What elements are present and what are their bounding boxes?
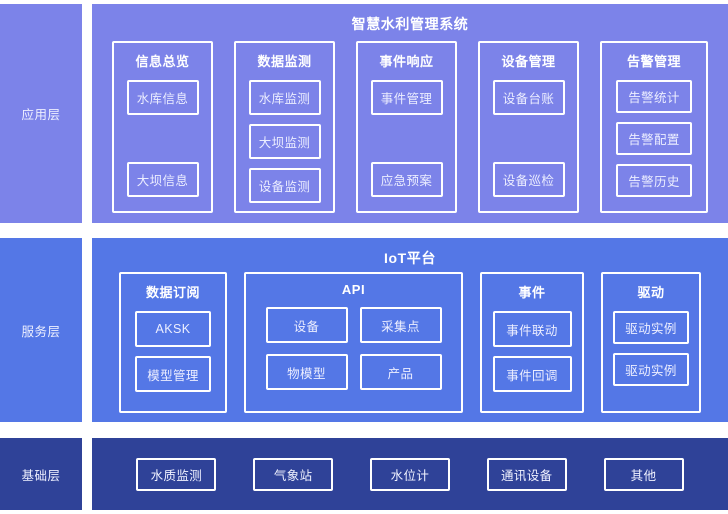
module-cell[interactable]: 水位计 — [369, 457, 450, 491]
module-cell[interactable]: 水质监测 — [136, 457, 217, 491]
layer-tab-service: 服务层 — [0, 238, 82, 422]
group-alarm-management[interactable]: 告警管理 告警统计 告警配置 告警历史 — [600, 41, 708, 213]
group-device-management[interactable]: 设备管理 设备台账 设备巡检 — [478, 41, 579, 213]
group-data-subscription[interactable]: 数据订阅 AKSK 模型管理 — [119, 272, 227, 413]
module-cell[interactable]: 水库信息 — [126, 80, 199, 115]
module-cell[interactable]: 驱动实例 — [613, 311, 689, 344]
group-cells: 水库信息 大坝信息 — [123, 80, 202, 201]
module-cell[interactable]: 采集点 — [359, 307, 442, 343]
group-api[interactable]: API 设备 采集点 物模型 产品 — [244, 272, 463, 413]
module-cell[interactable]: 驱动实例 — [613, 353, 689, 386]
module-cell[interactable]: 告警统计 — [616, 80, 692, 113]
module-cell[interactable]: 大坝信息 — [126, 162, 199, 197]
module-cell[interactable]: 设备台账 — [492, 80, 565, 115]
module-cell[interactable]: 其他 — [603, 457, 684, 491]
row-gap — [82, 238, 92, 422]
module-cell[interactable]: 事件联动 — [492, 311, 572, 347]
layer-row-application: 应用层 智慧水利管理系统 信息总览 水库信息 大坝信息 数据监测 水库 — [0, 4, 728, 223]
group-title: 信息总览 — [135, 54, 190, 69]
module-cell[interactable]: 模型管理 — [135, 356, 211, 392]
group-event[interactable]: 事件 事件联动 事件回调 — [480, 272, 584, 413]
group-event-response[interactable]: 事件响应 事件管理 应急预案 — [356, 41, 457, 213]
group-cells: AKSK 模型管理 — [130, 311, 216, 401]
panel-infrastructure: 水质监测 气象站 水位计 通讯设备 其他 — [92, 438, 728, 510]
module-cell[interactable]: 通讯设备 — [486, 457, 567, 491]
panel-service: IoT平台 数据订阅 AKSK 模型管理 API 设备 采集点 — [92, 238, 728, 422]
module-cell[interactable]: 设备 — [265, 307, 348, 343]
layer-tab-label: 服务层 — [21, 324, 61, 339]
group-title: 驱动 — [637, 285, 665, 300]
group-cells: 设备 采集点 物模型 产品 — [255, 307, 452, 401]
module-cell[interactable]: 物模型 — [265, 354, 348, 390]
layer-tab-application: 应用层 — [0, 4, 82, 223]
group-data-monitoring[interactable]: 数据监测 水库监测 大坝监测 设备监测 — [234, 41, 335, 213]
module-cell[interactable]: 告警历史 — [616, 164, 692, 197]
group-cells: 驱动实例 驱动实例 — [612, 311, 690, 401]
panel-title-application: 智慧水利管理系统 — [351, 16, 469, 32]
group-cells: 事件管理 应急预案 — [367, 80, 446, 201]
module-cell[interactable]: 气象站 — [253, 457, 334, 491]
group-cells: 水库监测 大坝监测 设备监测 — [245, 80, 324, 203]
group-driver[interactable]: 驱动 驱动实例 驱动实例 — [601, 272, 701, 413]
group-title: 数据监测 — [257, 54, 312, 69]
group-title: API — [341, 282, 366, 297]
row-gap — [82, 438, 92, 510]
group-cells: 事件联动 事件回调 — [491, 311, 573, 401]
group-list-infrastructure: 水质监测 气象站 水位计 通讯设备 其他 — [92, 438, 728, 510]
group-title: 告警管理 — [626, 54, 681, 69]
group-title: 设备管理 — [501, 54, 556, 69]
group-cells: 告警统计 告警配置 告警历史 — [611, 80, 697, 201]
layer-tab-infrastructure: 基础层 — [0, 438, 82, 510]
layer-row-infrastructure: 基础层 水质监测 气象站 水位计 通讯设备 其他 — [0, 438, 728, 510]
module-cell[interactable]: 水库监测 — [248, 80, 321, 115]
group-cells: 设备台账 设备巡检 — [489, 80, 568, 201]
module-cell[interactable]: 大坝监测 — [248, 124, 321, 159]
group-title: 事件响应 — [379, 54, 434, 69]
group-list-application: 信息总览 水库信息 大坝信息 数据监测 水库监测 大坝监测 设备监测 — [92, 41, 728, 213]
layer-row-service: 服务层 IoT平台 数据订阅 AKSK 模型管理 API 设备 — [0, 238, 728, 422]
layer-tab-label: 应用层 — [21, 108, 61, 122]
panel-application: 智慧水利管理系统 信息总览 水库信息 大坝信息 数据监测 水库监测 大坝监测 — [92, 4, 728, 223]
row-gap — [82, 4, 92, 223]
group-list-service: 数据订阅 AKSK 模型管理 API 设备 采集点 物模型 产品 — [92, 272, 728, 413]
module-cell[interactable]: 设备巡检 — [492, 162, 565, 197]
group-title: 数据订阅 — [145, 285, 200, 300]
layer-tab-label: 基础层 — [21, 468, 61, 483]
module-cell[interactable]: 应急预案 — [370, 162, 443, 197]
module-cell[interactable]: 告警配置 — [616, 122, 692, 155]
panel-title-service: IoT平台 — [384, 250, 436, 266]
module-cell[interactable]: 事件回调 — [492, 356, 572, 392]
group-info-overview[interactable]: 信息总览 水库信息 大坝信息 — [112, 41, 213, 213]
module-cell[interactable]: 产品 — [359, 354, 442, 390]
module-cell[interactable]: 设备监测 — [248, 168, 321, 203]
module-cell[interactable]: 事件管理 — [370, 80, 443, 115]
group-title: 事件 — [518, 285, 546, 300]
module-cell[interactable]: AKSK — [135, 311, 211, 347]
